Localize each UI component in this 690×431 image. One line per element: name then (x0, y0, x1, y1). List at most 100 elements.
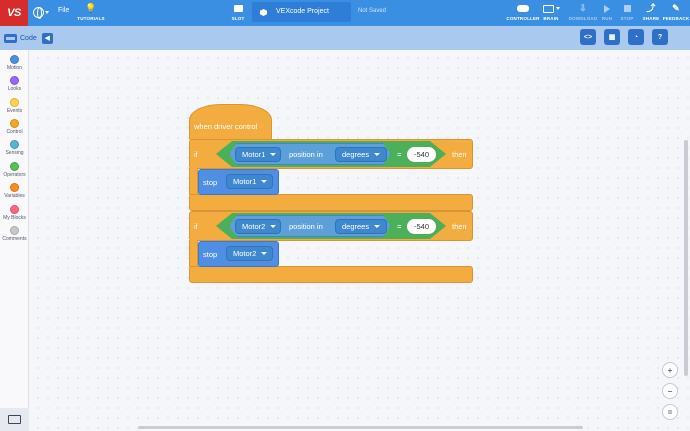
horizontal-scrollbar[interactable] (138, 426, 583, 429)
brain-icon (542, 2, 560, 15)
feedback-button[interactable]: ✎ FEEDBACK (662, 2, 690, 22)
stop-motor-dropdown-1[interactable]: Motor1 (226, 174, 273, 189)
brain-button[interactable]: BRAIN (540, 2, 562, 21)
value-input-2[interactable]: -540 (407, 219, 436, 234)
stop-motor-dropdown-2[interactable]: Motor2 (226, 246, 273, 261)
share-label: SHARE (642, 16, 660, 21)
chevron-down-icon (374, 153, 381, 156)
category-comments[interactable]: Comments (0, 226, 29, 242)
code-view-button[interactable]: <> (580, 29, 596, 45)
category-operators[interactable]: Operators (0, 162, 29, 178)
controller-button[interactable]: CONTROLLER (506, 2, 540, 21)
value-input-1[interactable]: -540 (407, 147, 436, 162)
category-variables[interactable]: Variables (0, 183, 29, 199)
zoom-in-button[interactable]: + (662, 362, 678, 378)
chevron-down-icon (261, 252, 268, 255)
category-label: Operators (3, 172, 26, 178)
then-label: then (452, 150, 467, 159)
stop-label: stop (203, 250, 218, 259)
run-button[interactable]: RUN (600, 2, 614, 21)
zoom-out-button[interactable]: − (662, 383, 678, 399)
category-looks[interactable]: Looks (0, 76, 29, 92)
editor-toolbar: Code ◀ <> ▦ ◔ ? (0, 26, 690, 50)
category-label: Looks (7, 86, 22, 92)
chevron-down-icon (374, 225, 381, 228)
control-dot-icon (10, 119, 19, 128)
events-dot-icon (10, 98, 19, 107)
save-status: Not Saved (358, 8, 387, 14)
unit-dropdown-1[interactable]: degrees (335, 147, 387, 162)
code-tab-label: Code (20, 34, 37, 42)
motor-name: Motor2 (233, 249, 257, 258)
project-hex-icon (260, 9, 267, 16)
zoom-reset-button[interactable]: = (662, 404, 678, 420)
slot-icon (233, 2, 243, 15)
stop-label: STOP (620, 16, 634, 21)
top-menu-bar: VS File 💡 TUTORIALS SLOT VEXcode Project… (0, 0, 690, 26)
code-tab-icon (4, 33, 17, 43)
unit-dropdown-2[interactable]: degrees (335, 219, 387, 234)
code-brackets-icon: <> (583, 33, 593, 41)
category-sidebar: Motion Looks Events Control Sensing Oper… (0, 50, 29, 431)
vertical-scrollbar[interactable] (684, 140, 688, 376)
my-blocks-dot-icon (10, 205, 19, 214)
motion-dot-icon (10, 55, 19, 64)
if-block-1-bottom (189, 194, 473, 211)
download-icon: ⇩ (579, 3, 587, 13)
stop-button[interactable]: STOP (620, 2, 634, 21)
tutorials-button[interactable]: 💡 TUTORIALS (77, 2, 105, 22)
motor-name: Motor1 (233, 177, 257, 186)
if-label: if (194, 150, 198, 159)
category-label: My Blocks (3, 215, 26, 221)
speaker-icon[interactable]: ◀ (41, 32, 53, 44)
feedback-label: FEEDBACK (662, 16, 690, 21)
zoom-reset-icon: = (667, 407, 673, 417)
category-control[interactable]: Control (0, 119, 29, 135)
stop-motor-block-2[interactable]: stop (198, 241, 279, 267)
share-button[interactable]: ⤴ SHARE (642, 2, 660, 22)
unit-name: degrees (342, 150, 370, 159)
slot-button[interactable]: SLOT (228, 2, 248, 21)
zoom-in-icon: + (667, 365, 673, 375)
code-tab[interactable]: Code ◀ (0, 30, 53, 46)
motor-dropdown-1[interactable]: Motor1 (235, 147, 281, 162)
category-sensing[interactable]: Sensing (0, 140, 29, 156)
lightbulb-icon: 💡 (85, 3, 97, 13)
category-events[interactable]: Events (0, 98, 29, 114)
category-my-blocks[interactable]: My Blocks (0, 205, 29, 221)
looks-dot-icon (10, 76, 19, 85)
share-icon: ⤴ (646, 3, 656, 13)
help-button[interactable]: ? (652, 29, 668, 45)
help-icon: ? (657, 33, 663, 41)
dashboard-button[interactable]: ◔ (628, 29, 644, 45)
chevron-down-icon (270, 225, 277, 228)
project-name-box[interactable]: VEXcode Project (252, 2, 351, 22)
download-button[interactable]: ⇩ DOWNLOAD (568, 2, 598, 22)
category-label: Control (6, 129, 23, 135)
category-label: Variables (4, 193, 25, 199)
hat-block-label: when driver control (194, 122, 258, 131)
controller-label: CONTROLLER (506, 16, 540, 21)
gauge-icon: ◔ (633, 33, 639, 41)
if-block-2-bottom (189, 266, 473, 283)
motor-dropdown-2[interactable]: Motor2 (235, 219, 281, 234)
extensions-icon (8, 415, 21, 424)
file-menu[interactable]: File (58, 7, 70, 14)
operators-dot-icon (10, 162, 19, 171)
download-label: DOWNLOAD (568, 16, 598, 21)
devices-button[interactable]: ▦ (604, 29, 620, 45)
feedback-icon: ✎ (672, 3, 680, 13)
variables-dot-icon (10, 183, 19, 192)
vex-logo[interactable]: VS (0, 0, 28, 26)
when-driver-control-hat-block[interactable]: when driver control (189, 104, 272, 140)
if-label: if (194, 222, 198, 231)
tutorials-label: TUTORIALS (77, 16, 105, 21)
chevron-down-icon (270, 153, 277, 156)
globe-icon[interactable] (33, 6, 49, 20)
run-label: RUN (601, 16, 613, 21)
category-motion[interactable]: Motion (0, 55, 29, 71)
extensions-button[interactable] (0, 408, 29, 431)
position-in-label: position in (289, 222, 323, 231)
category-label: Sensing (5, 150, 24, 156)
